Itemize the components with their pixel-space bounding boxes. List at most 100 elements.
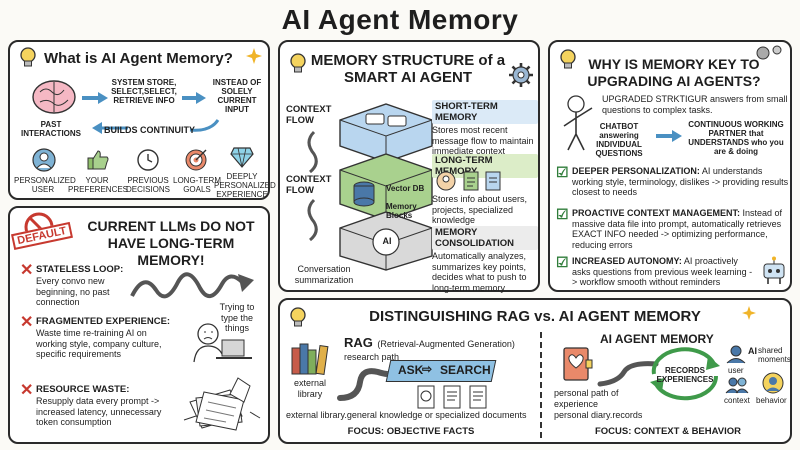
check-icon: ☑ [556,254,569,270]
flow-arrows [307,130,318,242]
item-label: YOUR PREFERENCES [68,176,129,194]
point-body: AI proactively asks questions from previ… [572,256,753,287]
point-head: DEEPER PERSONALIZATION: [572,166,700,176]
item-label: PREVIOUS DECISIONS [125,176,170,194]
clock-icon [137,149,159,171]
point-body: AI understands working style, terminolog… [572,166,789,197]
structure-title: MEMORY STRUCTURE of a SMART AI AGENT [310,52,506,86]
lightbulb-icon [290,307,306,327]
rag-heading: RAG (Retrieval-Augmented Generation) [344,334,515,352]
arrow-right [82,92,108,104]
context-flow-label: CONTEXT FLOW [286,174,332,196]
x-mark-icon: ✕ [20,262,34,279]
what-is-panel: What is AI Agent Memory? PAST INTERACTIO… [8,40,276,200]
why-point: PROACTIVE CONTEXT MANAGEMENT: Instead of… [572,208,790,250]
context-label: context [724,396,750,405]
item-label: LONG-TERM GOALS [173,176,221,194]
diary-icon [563,347,593,381]
lightbulb-icon [290,53,306,73]
current-llms-panel: DEFAULT CURRENT LLMs DO NOT HAVE LONG-TE… [8,206,270,444]
diamond-icon [230,147,254,168]
why-point: DEEPER PERSONALIZATION: AI understands w… [572,166,790,198]
short-term-head: SHORT-TERM MEMORY [432,100,538,124]
search-label: SEARCH [440,363,491,377]
target-icon [185,149,207,171]
records-label: RECORDS EXPERIENCES [656,366,714,384]
memory-head: AI AGENT MEMORY [600,332,714,346]
user-label: user [728,366,744,375]
cycle-arrows [650,347,720,401]
conversation-label: Conversation summarization [294,264,354,285]
point-body: Resupply data every prompt -> increased … [36,396,162,427]
point-head: FRAGMENTED EXPERIENCE: [36,316,171,327]
arrow-right [182,92,206,104]
point-head: RESOURCE WASTE: [36,384,130,395]
rag-caption: external library.general knowledge or sp… [286,410,527,420]
check-icon: ☑ [556,164,569,180]
memory-caption: personal diary.records [554,410,643,420]
layer-label: Memory Blocks [386,202,417,220]
partner-text: CONTINUOUS WORKING PARTNER that UNDERSTA… [688,120,784,156]
context-icon [725,377,749,394]
sparkle-icon [742,306,756,320]
gear-icon [509,63,533,87]
lightbulb-icon [20,47,36,67]
why-panel: WHY IS MEMORY KEY TO UPGRADING AI AGENTS… [548,40,792,292]
rag-focus: FOCUS: OBJECTIVE FACTS [347,426,475,437]
personal-label: personal path of experience [554,388,619,409]
behavior-label: behavior [756,396,787,405]
x-mark-icon: ✕ [20,382,34,399]
divider [540,332,542,438]
external-label: external library [293,378,327,399]
brain-icon [32,80,76,114]
point-body: Instead of massive data file into prompt… [572,208,783,250]
speech-text: Trying to type the things [219,302,255,333]
system-store-label: SYSTEM STORE, SELECT,SELECT, RETRIEVE IN… [111,78,177,105]
instead-label: INSTEAD OF SOLELY CURRENT INPUT [212,78,262,114]
personal-path [597,361,659,387]
shared-label: shared moments [758,346,791,364]
short-term-block: SHORT-TERM MEMORY Stores most recent mes… [432,100,538,157]
item-label: PERSONALIZED USER [14,176,76,194]
point-head: PROACTIVE CONTEXT MANAGEMENT: [572,208,741,218]
chatbot-text: CHATBOT answering INDIVIDUAL QUESTIONS [595,122,643,158]
sparkle-icon [246,48,262,64]
research-label: research path [344,352,400,362]
gear-icon [756,45,782,60]
paper-stack-icon [183,377,261,431]
consolidation-head: MEMORY CONSOLIDATION [432,226,538,250]
ai-user-icon [726,345,746,364]
context-flow-label: CONTEXT FLOW [286,104,332,126]
squiggle-loop [130,272,254,299]
behavior-icon [762,372,784,394]
short-term-body: Stores most recent message flow to maint… [432,125,534,156]
point-head: STATELESS LOOP: [36,264,124,275]
stick-figure-icon [563,95,593,151]
memory-stack [339,103,433,271]
curved-arrow [92,119,220,134]
consolidation-body: Automatically analyzes, summarizes key p… [432,251,527,293]
memory-focus: FOCUS: CONTEXT & BEHAVIOR [594,426,742,437]
documents-icon [417,385,487,409]
layer-label: Vector DB [386,184,425,193]
person-laptop-icon [193,323,252,363]
what-is-title: What is AI Agent Memory? [44,50,233,67]
long-term-body: Stores info about users, projects, speci… [432,194,528,225]
builds-continuity-label: BUILDS CONTINUITY [104,125,195,135]
books-icon [291,343,329,375]
page-title: AI Agent Memory [281,4,519,35]
core-label: AI [382,236,392,246]
check-icon: ☑ [556,206,569,222]
point-head: INCREASED AUTONOMY: [572,256,682,266]
why-point: INCREASED AUTONOMY: AI proactively asks … [572,256,756,288]
rag-head: RAG [344,335,373,350]
user-doc-icons [436,171,501,191]
ask-label: ASK [398,363,424,377]
robot-icon [763,256,785,284]
rag-title: DISTINGUISHING RAG vs. AI AGENT MEMORY [369,308,701,325]
why-title: WHY IS MEMORY KEY TO UPGRADING AI AGENTS… [587,56,761,89]
past-interactions-label: PAST INTERACTIONS [21,120,81,138]
user-icon [32,148,56,172]
current-llms-title: CURRENT LLMs DO NOT HAVE LONG-TERM MEMOR… [87,218,255,268]
lightbulb-icon [560,49,576,69]
